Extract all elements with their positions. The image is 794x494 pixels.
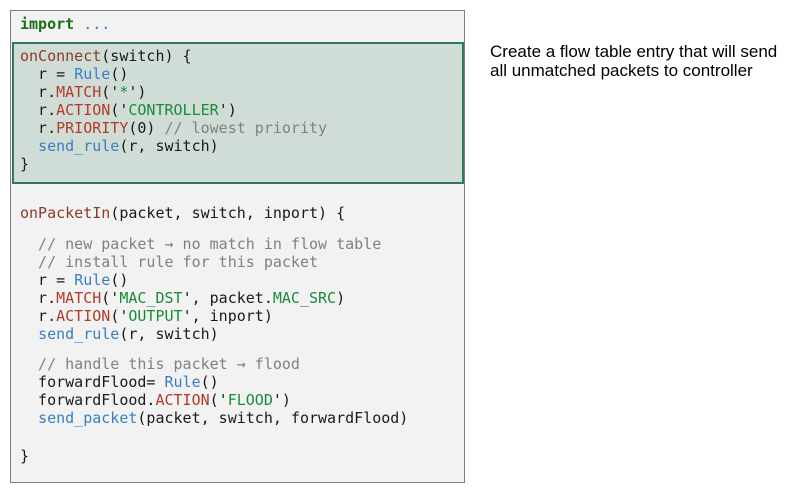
onpacketin-action-line: r.ACTION('OUTPUT', inport) [20, 307, 273, 325]
onpacketin-match-line: r.MATCH('MAC_DST', packet.MAC_SRC) [20, 289, 346, 307]
comment-install-rule: // install rule for this packet [20, 253, 319, 271]
onconnect-line-1: r = Rule() [20, 65, 129, 83]
onconnect-signature: onConnect(switch) { [20, 47, 192, 65]
onconnect-close: } [20, 155, 30, 173]
send-packet-line: send_packet(packet, switch, forwardFlood… [38, 409, 409, 427]
onpacketin-close: } [20, 447, 30, 465]
highlighted-onconnect-block [12, 42, 464, 184]
onpacketin-send-rule-line: send_rule(r, switch) [38, 325, 219, 343]
import-keyword: import [20, 15, 75, 33]
onconnect-line-3: r.ACTION('CONTROLLER') [20, 101, 237, 119]
forwardflood-rule-line: forwardFlood= Rule() [20, 373, 219, 391]
comment-flood: // handle this packet → flood [20, 355, 300, 373]
onconnect-line-5: send_rule(r, switch) [38, 137, 219, 155]
onconnect-line-4: r.PRIORITY(0) // lowest priority [20, 119, 328, 137]
comment-new-packet: // new packet → no match in flow table [20, 235, 382, 253]
import-ellipsis: ... [74, 15, 111, 33]
onpacketin-rule-line: r = Rule() [20, 271, 129, 289]
forwardflood-action-line: forwardFlood.ACTION('FLOOD') [20, 391, 291, 409]
annotation-caption: Create a flow table entry that will send… [490, 42, 778, 80]
onpacketin-signature: onPacketIn(packet, switch, inport) { [20, 204, 346, 222]
onconnect-line-2: r.MATCH('*') [20, 83, 147, 101]
import-line: import ... [20, 15, 110, 33]
code-panel: import ... onConnect(switch) { r = Rule(… [10, 10, 465, 483]
